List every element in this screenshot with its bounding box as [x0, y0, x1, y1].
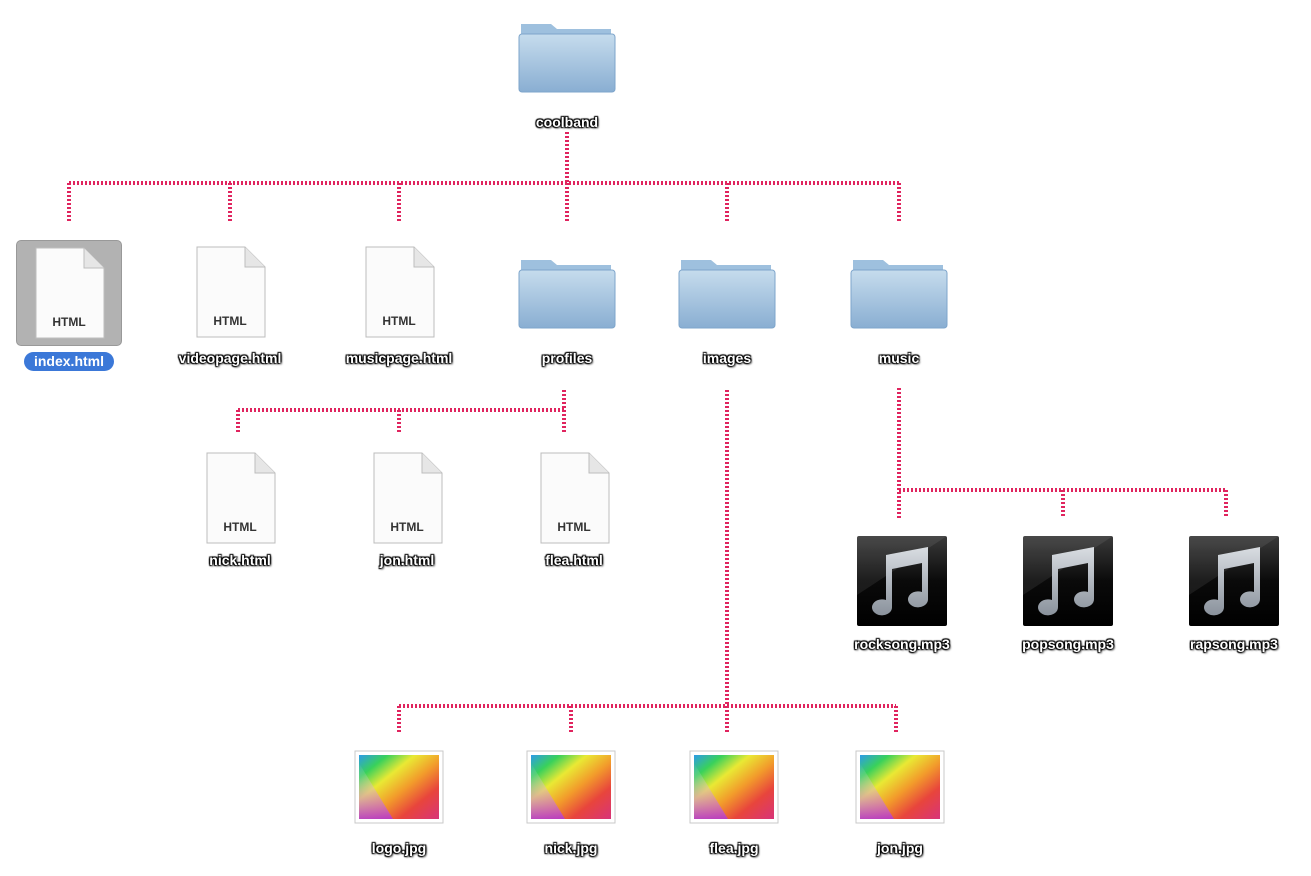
html-file-icon: HTML: [347, 240, 451, 344]
node-label: profiles: [541, 350, 593, 366]
tree-node-logo-jpg[interactable]: logo.jpg: [324, 740, 474, 857]
tree-node-jon-jpg[interactable]: jon.jpg: [825, 740, 975, 857]
node-label: musicpage.html: [345, 350, 453, 366]
node-label: logo.jpg: [371, 840, 427, 856]
image-file-icon: [682, 740, 786, 834]
tree-node-music[interactable]: music: [824, 240, 974, 367]
node-label: nick.html: [209, 552, 271, 568]
folder-icon: [675, 240, 779, 344]
tree-node-profiles[interactable]: profiles: [492, 240, 642, 367]
html-file-icon: HTML: [178, 240, 282, 344]
node-label: coolband: [535, 114, 599, 130]
node-label: flea.html: [545, 552, 603, 568]
music-note-icon: [1182, 532, 1286, 630]
tree-node-videopage-html[interactable]: HTML videopage.html: [155, 240, 305, 367]
tree-node-musicpage-html[interactable]: HTML musicpage.html: [324, 240, 474, 367]
file-type-badge: HTML: [223, 520, 256, 534]
tree-node-images[interactable]: images: [652, 240, 802, 367]
html-file-icon: HTML: [188, 450, 292, 546]
file-type-badge: HTML: [382, 314, 415, 328]
tree-node-nick-html[interactable]: HTML nick.html: [165, 450, 315, 569]
node-label: jon.jpg: [877, 840, 923, 856]
folder-icon: [847, 240, 951, 344]
tree-node-nick-jpg[interactable]: nick.jpg: [496, 740, 646, 857]
folder-icon: [515, 240, 619, 344]
node-label: index.html: [23, 352, 114, 371]
node-label: rapsong.mp3: [1190, 636, 1278, 652]
html-file-icon: HTML: [522, 450, 626, 546]
tree-node-popsong-mp3[interactable]: popsong.mp3: [993, 532, 1143, 653]
tree-node-rapsong-mp3[interactable]: rapsong.mp3: [1159, 532, 1309, 653]
tree-node-index-html[interactable]: HTML index.html: [0, 240, 144, 371]
folder-icon: [515, 4, 619, 108]
tree-node-rocksong-mp3[interactable]: rocksong.mp3: [827, 532, 977, 653]
node-label: nick.jpg: [544, 840, 598, 856]
node-label: music: [878, 350, 920, 366]
node-label: videopage.html: [178, 350, 282, 366]
image-file-icon: [519, 740, 623, 834]
tree-node-coolband[interactable]: coolband: [492, 4, 642, 131]
image-file-icon: [848, 740, 952, 834]
file-type-badge: HTML: [52, 315, 85, 329]
tree-node-flea-jpg[interactable]: flea.jpg: [659, 740, 809, 857]
tree-node-jon-html[interactable]: HTML jon.html: [332, 450, 482, 569]
node-label: popsong.mp3: [1022, 636, 1114, 652]
node-label: images: [702, 350, 752, 366]
music-note-icon: [850, 532, 954, 630]
file-type-badge: HTML: [390, 520, 423, 534]
tree-node-flea-html[interactable]: HTML flea.html: [499, 450, 649, 569]
music-note-icon: [1016, 532, 1120, 630]
file-type-badge: HTML: [557, 520, 590, 534]
node-label: rocksong.mp3: [854, 636, 950, 652]
file-type-badge: HTML: [213, 314, 246, 328]
image-file-icon: [347, 740, 451, 834]
html-file-icon: HTML: [355, 450, 459, 546]
node-label: jon.html: [379, 552, 435, 568]
node-label: flea.jpg: [709, 840, 759, 856]
html-file-icon: HTML: [16, 240, 122, 346]
